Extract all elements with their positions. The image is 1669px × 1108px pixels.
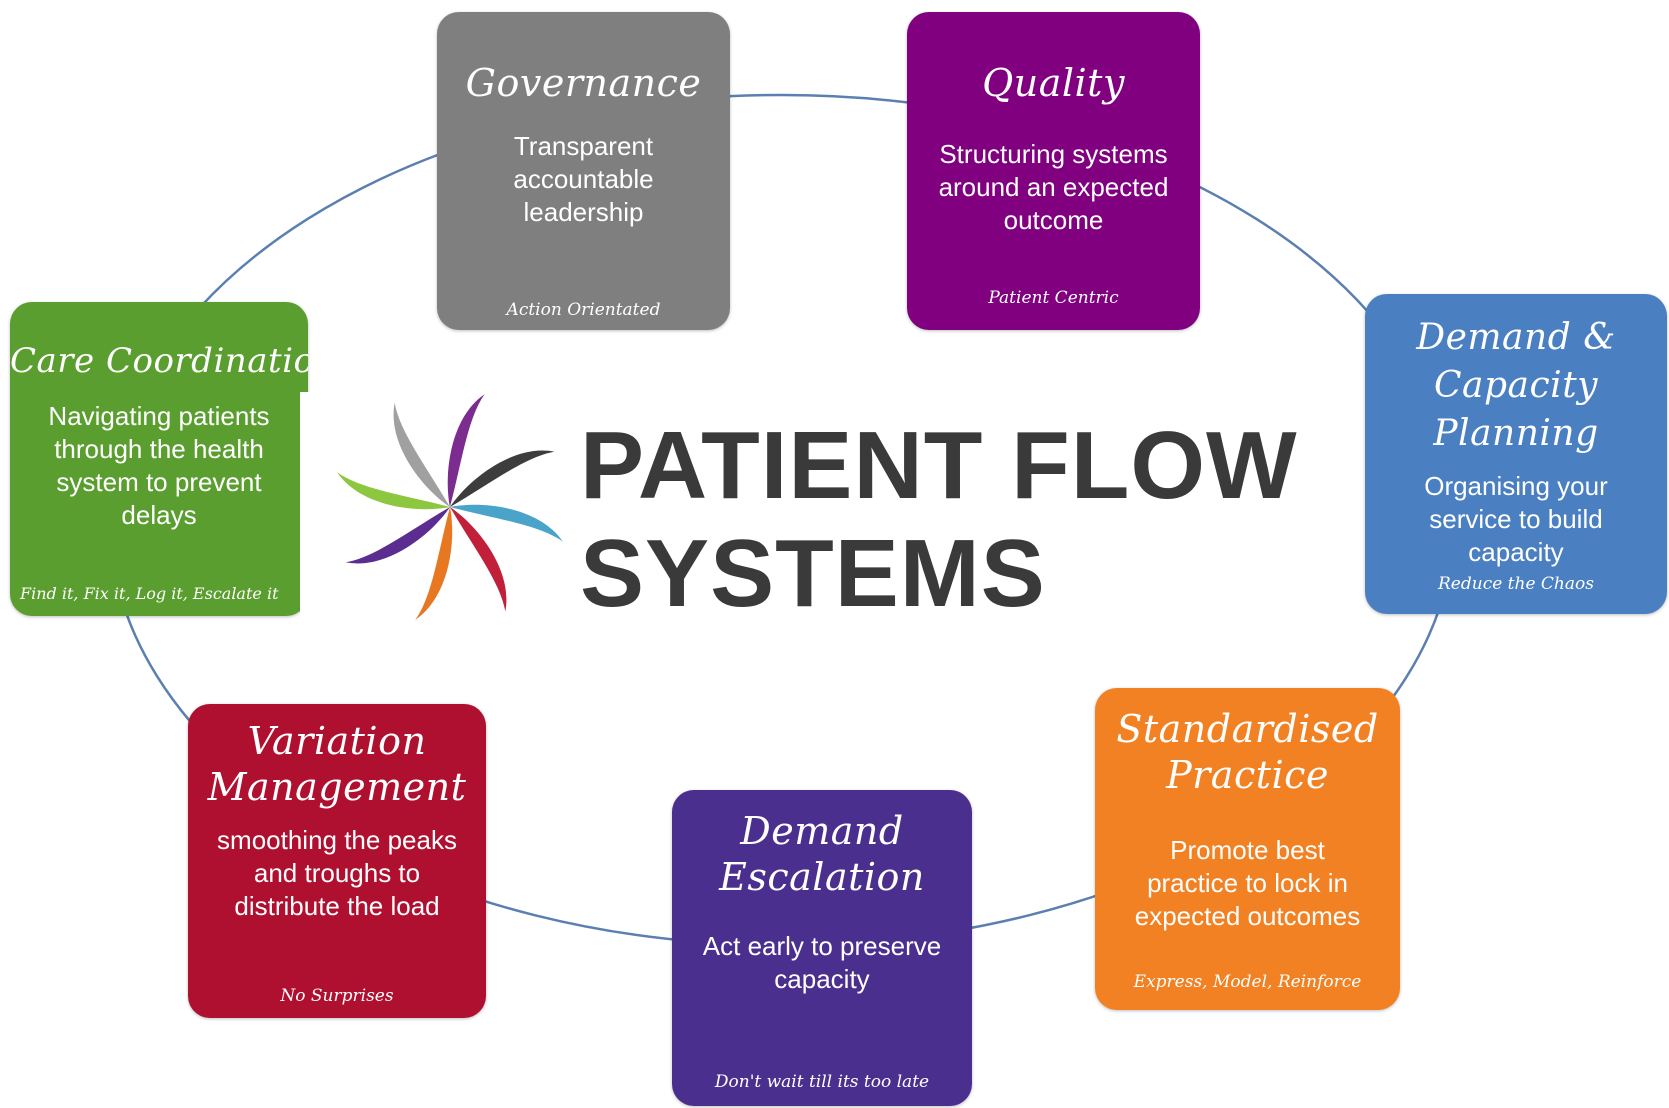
card-description: Structuring systems around an expected o… [938,139,1169,235]
card-tagline: Patient Centric [988,288,1119,308]
card-governance: Governance Transparent accountable leade… [437,12,730,330]
card-title: Governance [465,61,702,105]
card-description: Organising your service to build capacit… [1424,471,1608,567]
card-title: Care Coordination [10,341,308,381]
card-description: smoothing the peaks and troughs to distr… [217,825,457,921]
logo-petal [337,472,450,510]
brand-title-line1: PATIENT FLOW [580,412,1298,519]
logo-petal [345,507,450,564]
card-quality: Quality Structuring systems around an ex… [907,12,1200,330]
logo-petal [450,450,555,507]
brand-title-line2: SYSTEMS [580,520,1046,627]
logo-petal [415,507,453,620]
logo-petal [450,507,507,612]
card-title: Quality [982,61,1125,105]
logo-panel [300,392,600,622]
card-description: Transparent accountable leadership [513,131,654,227]
card-variation-management: Variation Management smoothing the peaks… [188,704,486,1018]
card-care-coordination: Care Coordination Navigating patients th… [10,302,308,616]
card-title: Standardised Practice [1116,707,1379,797]
card-demand-escalation: Demand Escalation Act early to preserve … [672,790,972,1106]
card-tagline: Don't wait till its too late [714,1072,930,1092]
card-tagline: No Surprises [280,986,394,1006]
card-tagline: Express, Model, Reinforce [1133,972,1362,992]
logo-petal [393,402,450,507]
card-title: Variation Management [207,719,467,809]
card-demand-capacity-planning: Demand & Capacity Planning Organising yo… [1365,294,1667,614]
card-title: Demand Escalation [719,809,925,899]
pinwheel-logo-icon [337,394,563,620]
card-tagline: Find it, Fix it, Log it, Escalate it [20,584,279,603]
card-tagline: Action Orientated [506,300,661,320]
card-title: Demand & Capacity Planning [1416,317,1616,454]
logo-petal [450,504,563,542]
card-standardised-practice: Standardised Practice Promote best pract… [1095,688,1400,1010]
card-description: Act early to preserve capacity [702,931,942,994]
logo-petal [447,394,485,507]
card-tagline: Reduce the Chaos [1438,574,1594,594]
card-description: Navigating patients through the health s… [48,401,270,530]
card-description: Promote best practice to lock in expecte… [1134,835,1361,931]
